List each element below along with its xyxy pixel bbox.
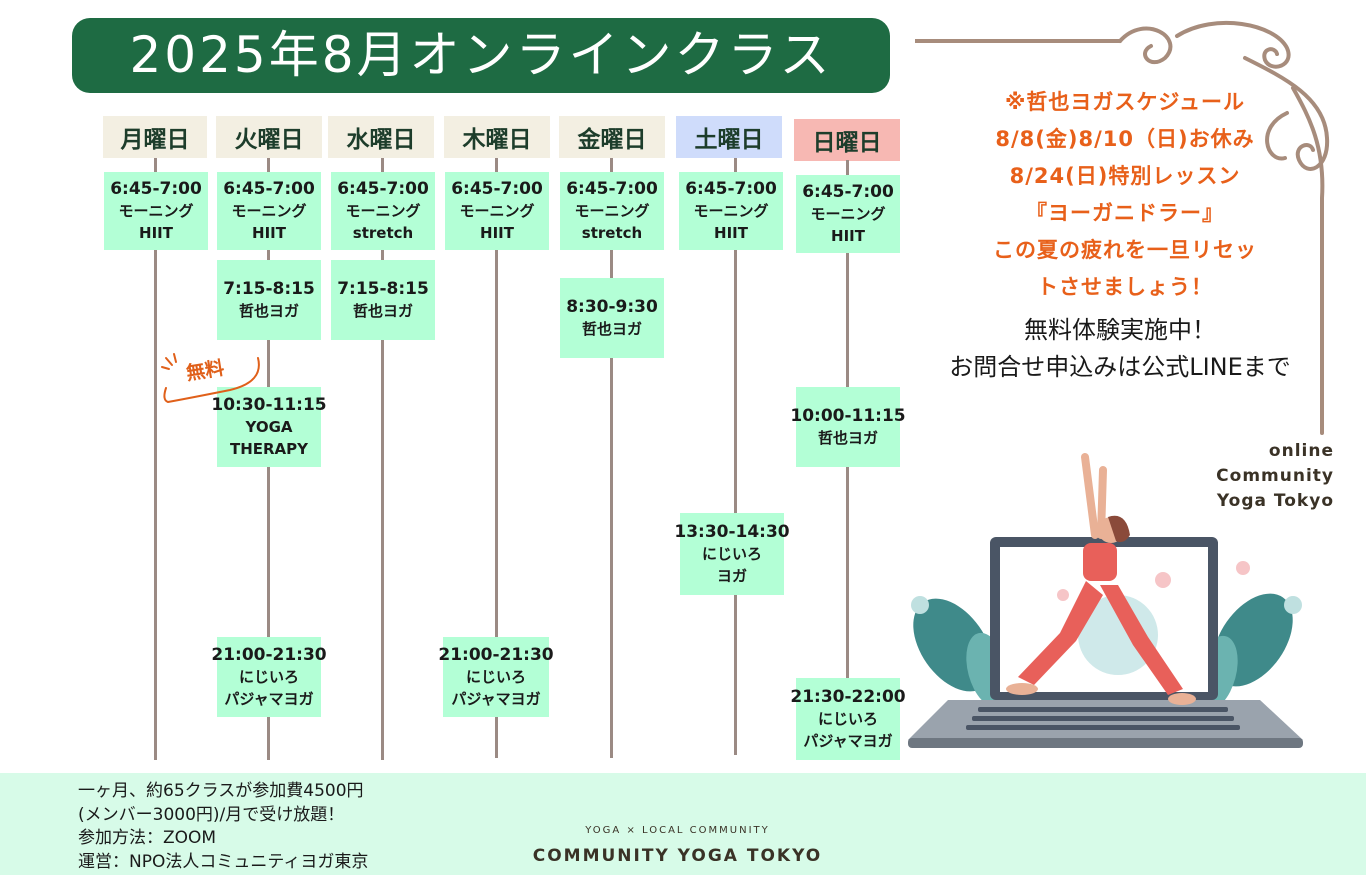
class-name: モーニング bbox=[231, 202, 307, 220]
class-box[interactable]: 10:30-11:15 YOGA THERAPY bbox=[211, 387, 327, 467]
class-time: 21:00-21:30 bbox=[438, 645, 554, 665]
footer-line: 運営：NPO法人コミュニティヨガ東京 bbox=[78, 851, 369, 872]
notice-line: ※哲也ヨガスケジュール bbox=[1005, 90, 1245, 114]
class-box[interactable]: 21:00-21:30 にじいろ パジャマヨガ bbox=[438, 637, 554, 717]
class-box[interactable]: 6:45-7:00 モーニング HIIT bbox=[679, 172, 783, 250]
day-header-tue: 火曜日 bbox=[216, 116, 322, 158]
trial-line: 無料体験実施中！ bbox=[1024, 316, 1216, 344]
trial-line: お問合せ申込みは公式LINEまで bbox=[949, 353, 1291, 381]
class-name: モーニング bbox=[459, 202, 535, 220]
trial-info: 無料体験実施中！ お問合せ申込みは公式LINEまで bbox=[905, 312, 1335, 386]
class-name: 哲也ヨガ bbox=[817, 429, 878, 447]
class-box[interactable]: 6:45-7:00 モーニング stretch bbox=[331, 172, 435, 250]
class-time: 6:45-7:00 bbox=[685, 179, 777, 199]
day-header-sat: 土曜日 bbox=[676, 116, 782, 158]
class-box[interactable]: 10:00-11:15 哲也ヨガ bbox=[790, 387, 906, 467]
class-time: 13:30-14:30 bbox=[674, 522, 790, 542]
class-name: 哲也ヨガ bbox=[581, 320, 642, 338]
class-time: 6:45-7:00 bbox=[451, 179, 543, 199]
class-sub: HIIT bbox=[139, 224, 173, 242]
class-name: にじいろ bbox=[465, 668, 526, 686]
notice-line: トさせましょう！ bbox=[1037, 275, 1213, 299]
class-sub: HIIT bbox=[480, 224, 514, 242]
class-time: 21:00-21:30 bbox=[211, 645, 327, 665]
brand-line: Community bbox=[1216, 466, 1334, 486]
footer-info: 一ヶ月、約65クラスが参加費4500円 (メンバー3000円)/月で受け放題！ … bbox=[78, 780, 368, 874]
laptop-yoga-illustration bbox=[908, 453, 1303, 748]
brand-line: online bbox=[1268, 441, 1334, 461]
class-name: モーニング bbox=[574, 202, 650, 220]
class-time: 7:15-8:15 bbox=[337, 279, 429, 299]
notice-line: 8/24(日)特別レッスン bbox=[1009, 164, 1241, 188]
timeline-mon bbox=[154, 158, 157, 760]
day-header-mon: 月曜日 bbox=[103, 116, 207, 158]
class-time: 8:30-9:30 bbox=[566, 297, 658, 317]
class-box[interactable]: 6:45-7:00 モーニング HIIT bbox=[217, 172, 321, 250]
class-box[interactable]: 6:45-7:00 モーニング HIIT bbox=[445, 172, 549, 250]
class-name: モーニング bbox=[345, 202, 421, 220]
footer-line: 参加方法：ZOOM bbox=[78, 828, 217, 848]
class-sub: パジャマヨガ bbox=[224, 690, 314, 708]
page-title: 2025年8月オンラインクラス bbox=[72, 18, 890, 93]
class-time: 7:15-8:15 bbox=[223, 279, 315, 299]
day-header-fri: 金曜日 bbox=[559, 116, 665, 158]
class-name: 哲也ヨガ bbox=[352, 302, 413, 320]
class-sub: HIIT bbox=[714, 224, 748, 242]
class-time: 6:45-7:00 bbox=[337, 179, 429, 199]
footer-band bbox=[0, 773, 1366, 875]
timeline-fri bbox=[610, 158, 613, 758]
class-time: 6:45-7:00 bbox=[223, 179, 315, 199]
class-sub: ヨガ bbox=[716, 567, 747, 585]
swirl-ornament-icon bbox=[915, 21, 1330, 435]
class-name: モーニング bbox=[810, 205, 886, 223]
class-time: 6:45-7:00 bbox=[110, 179, 202, 199]
class-name: にじいろ bbox=[701, 545, 762, 563]
class-time: 6:45-7:00 bbox=[802, 182, 894, 202]
class-sub: THERAPY bbox=[229, 440, 309, 458]
class-sub: HIIT bbox=[252, 224, 286, 242]
class-box[interactable]: 21:30-22:00 にじいろ パジャマヨガ bbox=[790, 678, 906, 760]
timeline-wed bbox=[381, 158, 384, 760]
class-name: 哲也ヨガ bbox=[238, 302, 299, 320]
footer-line: (メンバー3000円)/月で受け放題！ bbox=[78, 804, 345, 825]
notice-line: 8/8(金)8/10（日)お休み bbox=[995, 127, 1255, 151]
class-name: にじいろ bbox=[817, 710, 878, 728]
class-time: 21:30-22:00 bbox=[790, 687, 906, 707]
class-sub: パジャマヨガ bbox=[451, 690, 541, 708]
class-box[interactable]: 6:45-7:00 モーニング HIIT bbox=[796, 175, 900, 253]
day-header-thu: 木曜日 bbox=[444, 116, 550, 158]
footer-tagline: YOGA × LOCAL COMMUNITY bbox=[585, 825, 770, 836]
class-time: 10:00-11:15 bbox=[790, 406, 906, 426]
class-box[interactable]: 7:15-8:15 哲也ヨガ bbox=[217, 260, 321, 340]
brand-line: Yoga Tokyo bbox=[1216, 491, 1334, 511]
class-sub: stretch bbox=[581, 224, 643, 242]
schedule-notice: ※哲也ヨガスケジュール 8/8(金)8/10（日)お休み 8/24(日)特別レッ… bbox=[905, 84, 1345, 306]
class-name: モーニング bbox=[693, 202, 769, 220]
notice-line: この夏の疲れを一旦リセッ bbox=[993, 238, 1257, 262]
notice-line: 『ヨーガニドラー』 bbox=[1026, 201, 1224, 225]
class-time: 6:45-7:00 bbox=[566, 179, 658, 199]
class-box[interactable]: 6:45-7:00 モーニング HIIT bbox=[104, 172, 208, 250]
day-header-sun: 日曜日 bbox=[794, 119, 900, 161]
class-name: にじいろ bbox=[238, 668, 299, 686]
class-box[interactable]: 13:30-14:30 にじいろ ヨガ bbox=[674, 513, 790, 595]
free-badge: 無料 bbox=[160, 352, 272, 410]
class-time: 10:30-11:15 bbox=[211, 395, 327, 415]
class-box[interactable]: 6:45-7:00 モーニング stretch bbox=[560, 172, 664, 250]
class-sub: パジャマヨガ bbox=[803, 732, 893, 750]
footer-brand: COMMUNITY YOGA TOKYO bbox=[532, 846, 823, 866]
class-box[interactable]: 7:15-8:15 哲也ヨガ bbox=[331, 260, 435, 340]
class-box[interactable]: 21:00-21:30 にじいろ パジャマヨガ bbox=[211, 637, 327, 717]
class-name: YOGA bbox=[245, 418, 293, 436]
class-box[interactable]: 8:30-9:30 哲也ヨガ bbox=[560, 278, 664, 358]
day-header-wed: 水曜日 bbox=[328, 116, 434, 158]
footer-line: 一ヶ月、約65クラスが参加費4500円 bbox=[78, 781, 364, 801]
timeline-thu bbox=[495, 158, 498, 758]
class-sub: HIIT bbox=[831, 227, 865, 245]
class-name: モーニング bbox=[118, 202, 194, 220]
sparkle-icon bbox=[161, 353, 260, 404]
timeline-sat bbox=[734, 158, 737, 755]
class-sub: stretch bbox=[352, 224, 414, 242]
brand-side: online Community Yoga Tokyo bbox=[1216, 439, 1334, 514]
